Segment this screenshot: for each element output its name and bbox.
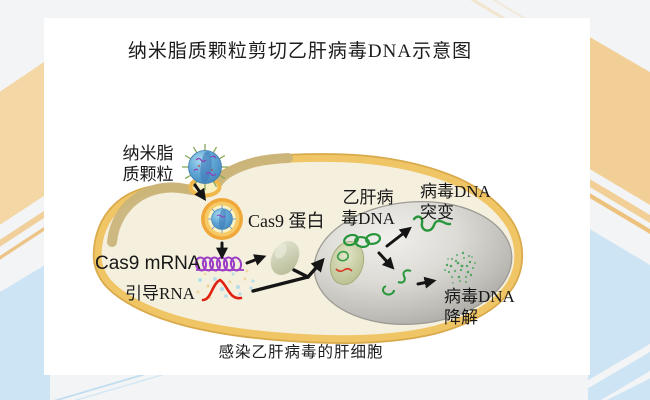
flow-arrows	[193, 183, 437, 293]
mutated-dna-icon	[412, 215, 452, 232]
arrow-to-cleaved	[377, 251, 395, 270]
ribbon-right	[470, 0, 650, 400]
label-guide-rna: 引导RNA	[125, 284, 195, 303]
arrow-to-mutation	[385, 226, 412, 248]
endosome-icon	[201, 198, 243, 240]
nanoparticle-cargo	[193, 155, 217, 177]
arrow-to-degraded	[416, 276, 437, 289]
cas9-dna-complex-icon	[329, 241, 365, 285]
label-hbv-dna: 乙肝病 毒DNA	[341, 188, 395, 229]
arrow-uptake	[193, 183, 207, 201]
cytoplasm-speckles	[196, 269, 255, 300]
stripes-bottom-left	[54, 373, 171, 400]
hbv-dna-chain-icon	[343, 233, 382, 249]
label-cas9-mrna: Cas9 mRNA	[95, 253, 201, 274]
arrow-into-nucleus	[306, 257, 325, 279]
page-title: 纳米脂质颗粒剪切乙肝病毒DNA示意图	[127, 41, 473, 62]
label-viral-dna-mutation: 病毒DNA 突变	[420, 182, 491, 223]
cas9-protein-icon	[270, 240, 300, 276]
label-nanoparticle: 纳米脂 质颗粒	[122, 144, 174, 185]
degraded-dna-icon	[443, 251, 477, 284]
line-from-guide-rna	[251, 275, 310, 293]
endosome-particle-spikes	[208, 205, 236, 233]
ribbon-left	[0, 58, 50, 400]
caption: 感染乙肝病毒的肝细胞	[218, 344, 384, 361]
label-cas9-protein: Cas9 蛋白	[248, 211, 325, 231]
line-from-protein	[292, 268, 310, 279]
arrow-translate	[245, 254, 267, 266]
guide-rna-icon	[201, 278, 243, 302]
cleaved-dna-icon	[382, 269, 412, 296]
label-viral-dna-degradation: 病毒DNA 降解	[444, 287, 515, 328]
